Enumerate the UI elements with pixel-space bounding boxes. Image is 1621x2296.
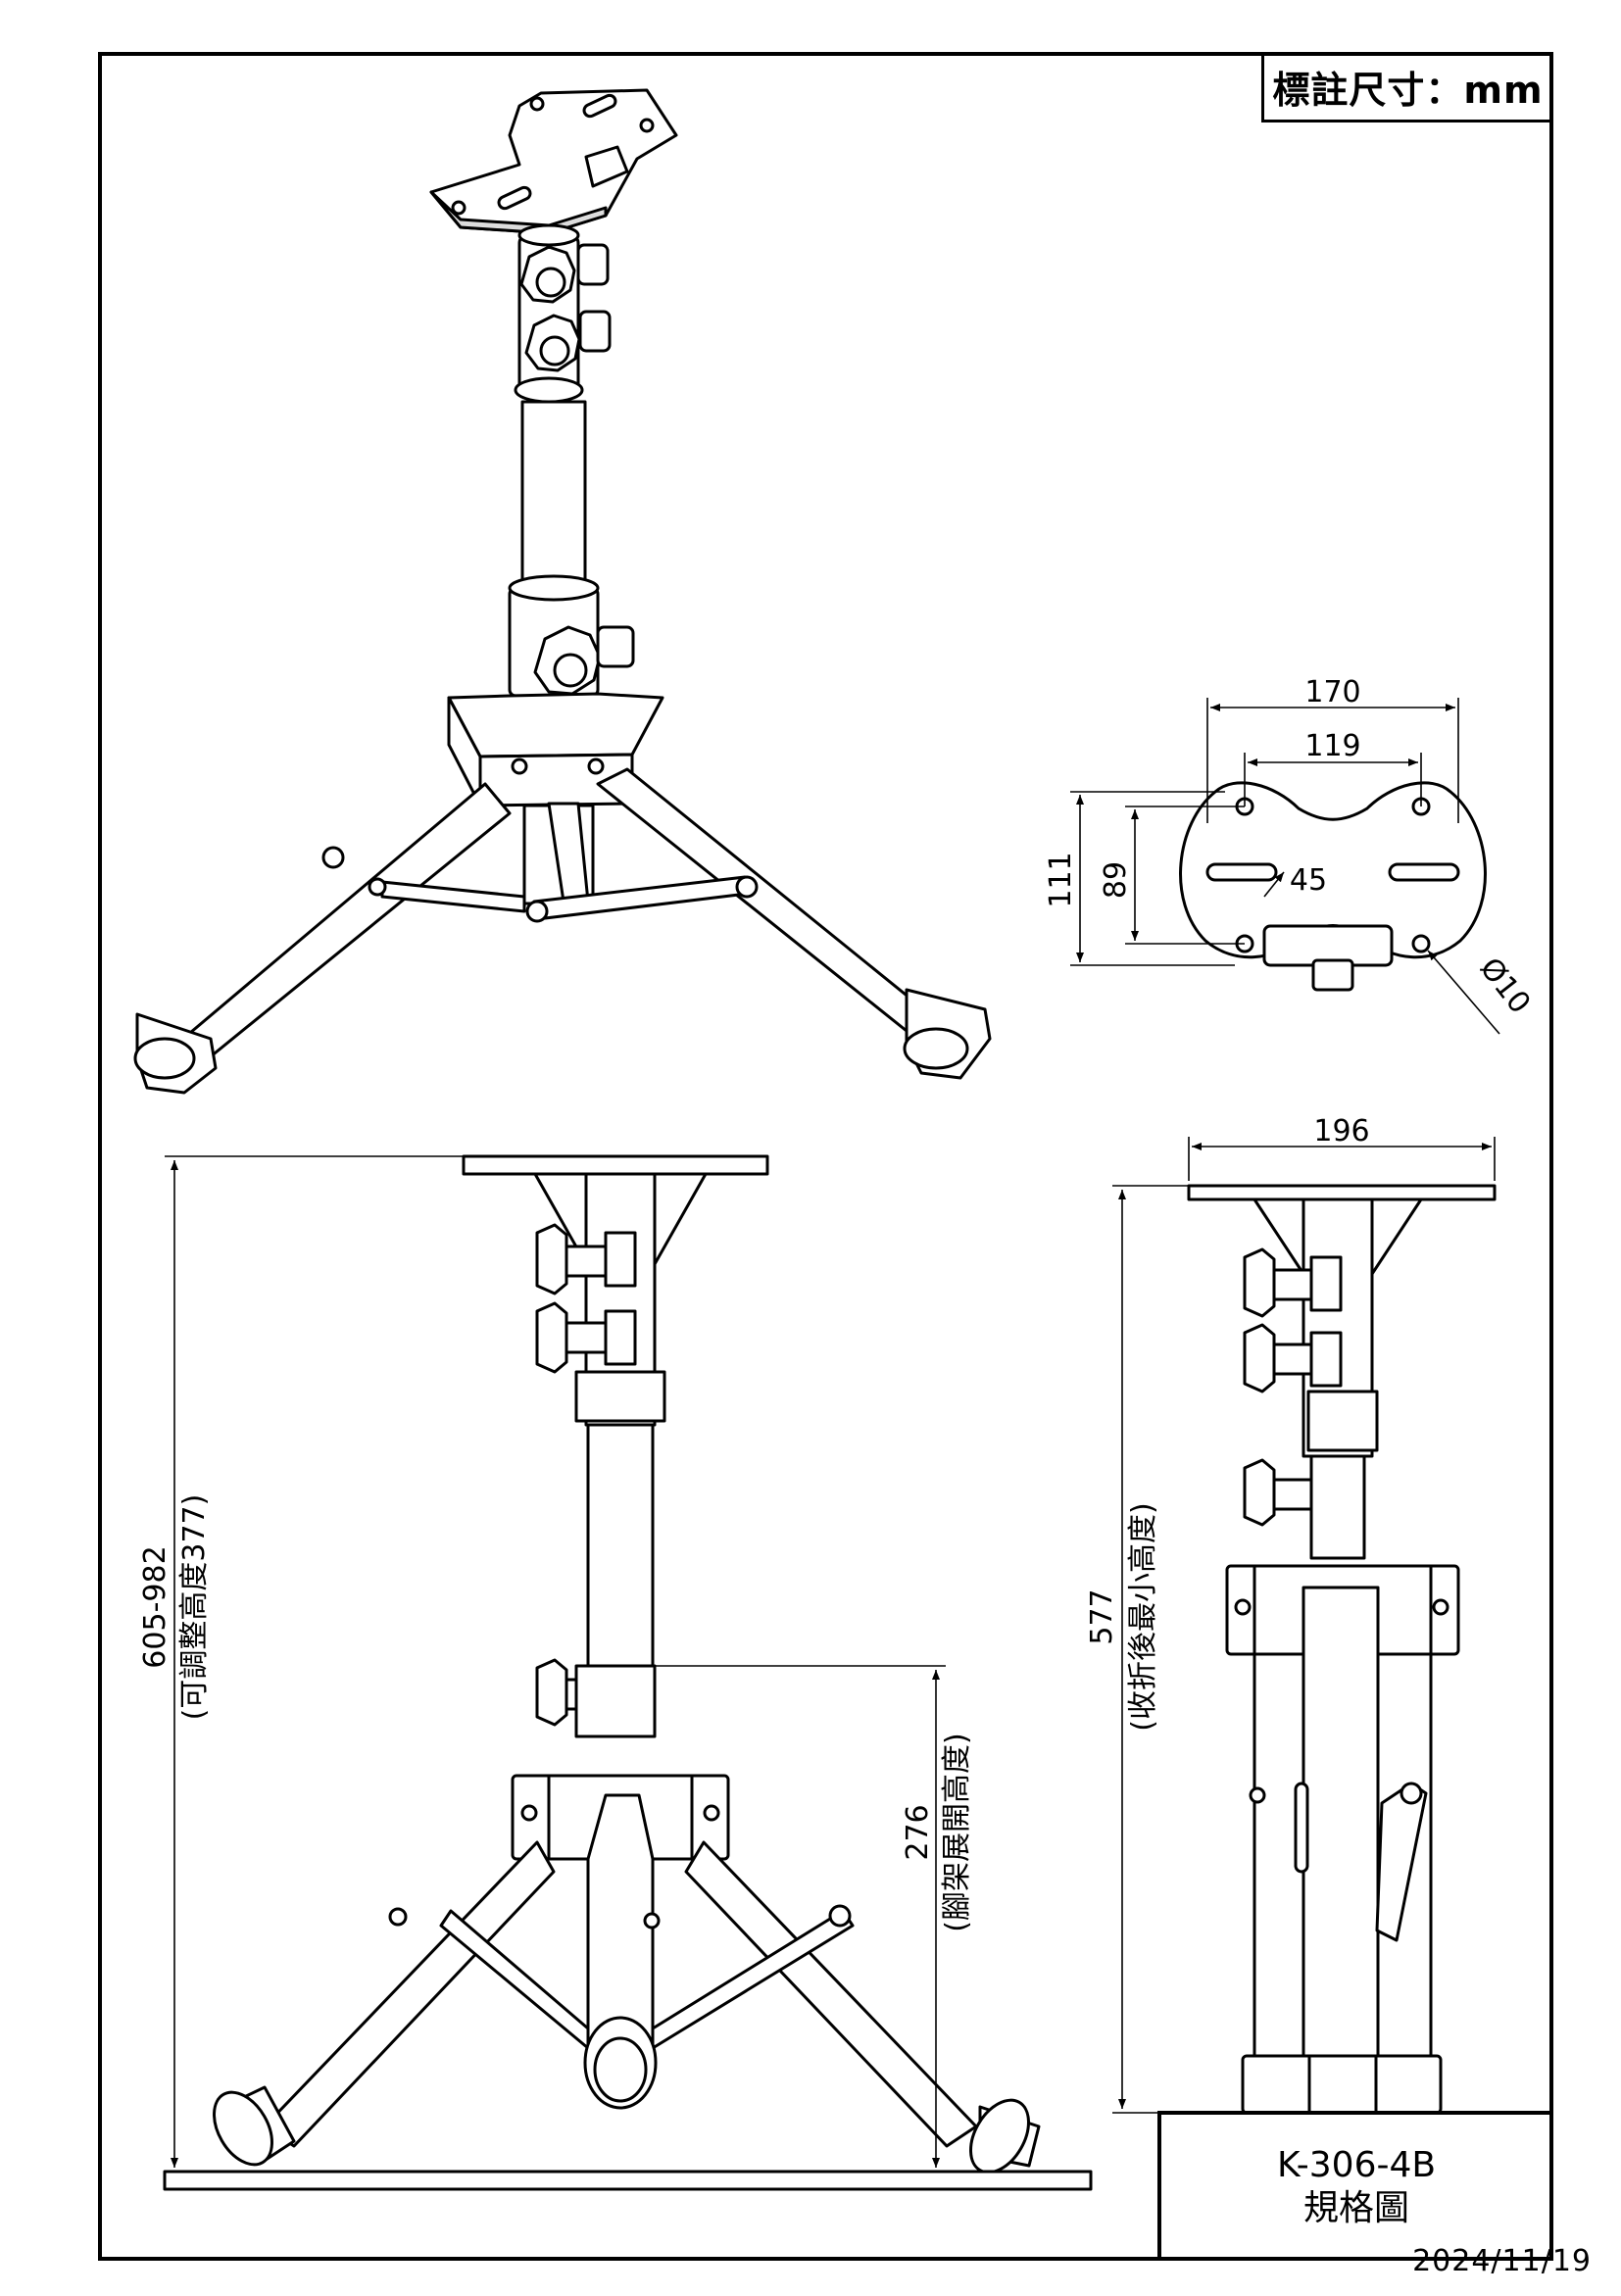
side-view xyxy=(1187,1184,1497,2115)
dim-slot-length: 45 xyxy=(1290,863,1327,898)
side-view-dimensions xyxy=(1112,1137,1496,2114)
dim-top-width: 170 xyxy=(1304,675,1360,709)
dim-leg-height-note: (腳架展開高度) xyxy=(940,1733,974,1931)
model-number: K-306-4B xyxy=(1276,2144,1437,2185)
dim-front-height-range: 605-982 xyxy=(138,1545,172,1668)
isometric-view xyxy=(133,88,992,1095)
dim-top-hole-spacing: 119 xyxy=(1304,729,1360,763)
unit-label-box: 標註尺寸：mm xyxy=(1261,54,1551,122)
dim-top-hole-depth: 89 xyxy=(1099,861,1133,899)
drawing-frame xyxy=(98,52,1553,2261)
dim-leg-height: 276 xyxy=(901,1804,935,1860)
title-block: K-306-4B 規格圖 xyxy=(1157,2111,1551,2259)
unit-label: 標註尺寸：mm xyxy=(1272,69,1544,112)
dim-side-width: 196 xyxy=(1313,1114,1369,1148)
front-view xyxy=(163,1154,1093,2191)
drawing-date: 2024/11/19 xyxy=(1412,2244,1592,2278)
dim-hole-diameter: Ø10 xyxy=(1473,952,1538,1020)
dim-top-depth: 111 xyxy=(1044,852,1078,907)
top-view-dimensions xyxy=(1070,698,1500,1035)
sheet-title: 規格圖 xyxy=(1302,2187,1409,2228)
dim-folded-height-note: (收折後最小高度) xyxy=(1126,1502,1160,1731)
dim-folded-height: 577 xyxy=(1085,1588,1119,1644)
dim-front-height-note: (可調整高度377) xyxy=(177,1494,212,1721)
front-view-dimensions xyxy=(165,1155,946,2168)
top-view xyxy=(1179,781,1487,992)
